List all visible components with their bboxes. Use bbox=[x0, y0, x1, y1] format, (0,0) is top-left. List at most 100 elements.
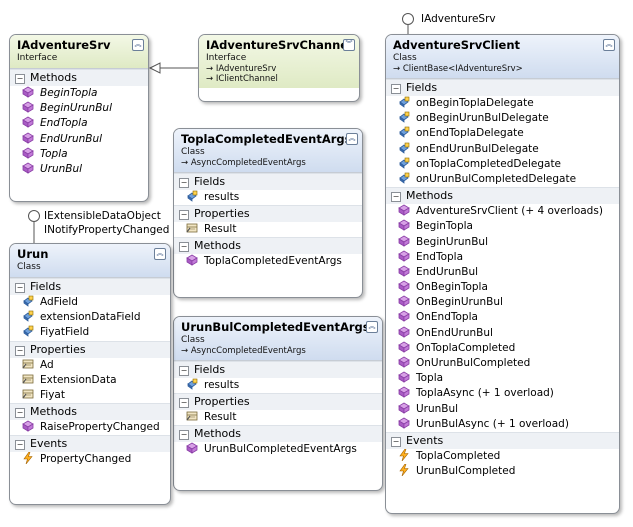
method-icon bbox=[186, 442, 198, 455]
member-row[interactable]: BeginTopla bbox=[10, 86, 148, 101]
member-row[interactable]: UrunBul bbox=[386, 402, 619, 417]
shape-urunbulcompletedeventargs[interactable]: UrunBulCompletedEventArgs Class → AsyncC… bbox=[173, 316, 383, 491]
collapse-minus-icon[interactable]: − bbox=[391, 436, 401, 447]
member-row[interactable]: OnBeginUrunBul bbox=[386, 295, 619, 310]
field-icon bbox=[186, 378, 198, 390]
member-row[interactable]: Result bbox=[174, 222, 362, 237]
section-header[interactable]: −Fields bbox=[10, 278, 170, 295]
collapse-toggle-icon[interactable]: ︽ bbox=[366, 321, 378, 333]
collapse-toggle-icon[interactable]: ︽ bbox=[154, 248, 166, 260]
member-row[interactable]: AdventureSrvClient (+ 4 overloads) bbox=[386, 204, 619, 219]
member-row[interactable]: EndUrunBul bbox=[386, 265, 619, 280]
section-header[interactable]: −Methods bbox=[174, 425, 382, 443]
member-name: AdField bbox=[40, 296, 78, 308]
collapse-minus-icon[interactable]: − bbox=[179, 242, 189, 253]
field-icon bbox=[398, 96, 410, 108]
member-row[interactable]: results bbox=[174, 378, 382, 393]
member-row[interactable]: UrunBulCompletedEventArgs bbox=[174, 442, 382, 457]
member-row[interactable]: Topla bbox=[386, 371, 619, 386]
collapse-toggle-icon[interactable]: ︽ bbox=[603, 39, 615, 51]
member-name: extensionDataField bbox=[40, 311, 141, 324]
collapse-minus-icon[interactable]: − bbox=[15, 74, 25, 84]
section-header[interactable]: −Properties bbox=[174, 205, 362, 223]
member-row[interactable]: RaisePropertyChanged bbox=[10, 420, 170, 435]
member-row[interactable]: Ad bbox=[10, 358, 170, 373]
member-name: OnToplaCompleted bbox=[416, 341, 516, 354]
section-header[interactable]: −Methods bbox=[10, 403, 170, 421]
member-row[interactable]: EndUrunBul bbox=[10, 132, 148, 147]
member-row[interactable]: onEndToplaDelegate bbox=[386, 126, 619, 141]
section-header[interactable]: −Fields bbox=[386, 79, 619, 96]
member-row[interactable]: onToplaCompletedDelegate bbox=[386, 157, 619, 172]
member-row[interactable]: BeginUrunBul bbox=[10, 101, 148, 116]
section-header[interactable]: −Methods bbox=[174, 237, 362, 255]
collapse-minus-icon[interactable]: − bbox=[179, 366, 189, 376]
method-icon bbox=[398, 219, 410, 232]
expand-toggle-icon[interactable]: ︾ bbox=[343, 39, 355, 51]
method-icon bbox=[398, 417, 410, 429]
shape-toplacompletedeventargs[interactable]: ToplaCompletedEventArgs Class → AsyncCom… bbox=[173, 128, 363, 298]
section-header[interactable]: −Properties bbox=[174, 393, 382, 411]
member-name: BeginUrunBul bbox=[416, 235, 488, 248]
member-row[interactable]: EndTopla bbox=[386, 250, 619, 265]
method-icon bbox=[398, 295, 410, 307]
member-row[interactable]: UrunBulAsync (+ 1 overload) bbox=[386, 417, 619, 432]
member-row[interactable]: Topla bbox=[10, 147, 148, 162]
collapse-minus-icon[interactable]: − bbox=[179, 398, 189, 409]
member-row[interactable]: results bbox=[174, 190, 362, 205]
collapse-minus-icon[interactable]: − bbox=[391, 84, 401, 94]
collapse-minus-icon[interactable]: − bbox=[15, 440, 25, 451]
shape-iadventuresrvchannel[interactable]: IAdventureSrvChannel Interface → IAdvent… bbox=[198, 34, 360, 102]
method-icon bbox=[398, 326, 410, 338]
member-row[interactable]: BeginTopla bbox=[386, 219, 619, 234]
member-row[interactable]: UrunBulCompleted bbox=[386, 464, 619, 479]
member-row[interactable]: OnToplaCompleted bbox=[386, 341, 619, 356]
field-icon bbox=[22, 295, 34, 307]
member-row[interactable]: ExtensionData bbox=[10, 373, 170, 388]
member-row[interactable]: ToplaCompletedEventArgs bbox=[174, 254, 362, 269]
member-row[interactable]: PropertyChanged bbox=[10, 452, 170, 467]
shape-iadventuresrv[interactable]: IAdventureSrv Interface ︽ −Methods Begin… bbox=[9, 34, 149, 202]
collapse-minus-icon[interactable]: − bbox=[391, 192, 401, 203]
section-header[interactable]: −Methods bbox=[386, 187, 619, 205]
member-row[interactable]: Fiyat bbox=[10, 388, 170, 403]
member-name: BeginUrunBul bbox=[40, 102, 112, 115]
shape-adventuresrvclient[interactable]: AdventureSrvClient Class → ClientBase<IA… bbox=[385, 34, 620, 514]
collapse-minus-icon[interactable]: − bbox=[179, 430, 189, 441]
section-header[interactable]: −Events bbox=[10, 435, 170, 453]
member-row[interactable]: ToplaCompleted bbox=[386, 448, 619, 464]
member-row[interactable]: FiyatField bbox=[10, 325, 170, 340]
member-row[interactable]: UrunBul bbox=[10, 162, 148, 177]
collapse-minus-icon[interactable]: − bbox=[15, 408, 25, 419]
member-row[interactable]: OnEndTopla bbox=[386, 310, 619, 325]
member-row[interactable]: BeginUrunBul bbox=[386, 235, 619, 250]
collapse-toggle-icon[interactable]: ︽ bbox=[346, 133, 358, 145]
collapse-minus-icon[interactable]: − bbox=[179, 210, 189, 221]
section-header[interactable]: −Events bbox=[386, 431, 619, 449]
collapse-minus-icon[interactable]: − bbox=[15, 345, 25, 356]
member-row[interactable]: OnUrunBulCompleted bbox=[386, 356, 619, 371]
collapse-minus-icon[interactable]: − bbox=[179, 178, 189, 188]
section-header[interactable]: −Fields bbox=[174, 173, 362, 190]
member-row[interactable]: AdField bbox=[10, 295, 170, 310]
member-name: onBeginToplaDelegate bbox=[416, 97, 534, 109]
member-row[interactable]: OnBeginTopla bbox=[386, 280, 619, 295]
member-row[interactable]: OnEndUrunBul bbox=[386, 326, 619, 341]
member-row[interactable]: ToplaAsync (+ 1 overload) bbox=[386, 386, 619, 401]
member-name: UrunBul bbox=[40, 162, 83, 175]
member-row[interactable]: onEndUrunBulDelegate bbox=[386, 142, 619, 157]
collapse-minus-icon[interactable]: − bbox=[15, 283, 25, 293]
member-name: UrunBulCompleted bbox=[416, 465, 516, 478]
member-row[interactable]: EndTopla bbox=[10, 116, 148, 131]
member-row[interactable]: Result bbox=[174, 410, 382, 425]
section-header[interactable]: −Methods bbox=[10, 69, 148, 86]
member-row[interactable]: onBeginUrunBulDelegate bbox=[386, 111, 619, 126]
member-row[interactable]: extensionDataField bbox=[10, 310, 170, 325]
member-row[interactable]: onBeginToplaDelegate bbox=[386, 96, 619, 111]
member-row[interactable]: onUrunBulCompletedDelegate bbox=[386, 172, 619, 187]
section-header[interactable]: −Fields bbox=[174, 361, 382, 378]
section-header[interactable]: −Properties bbox=[10, 340, 170, 358]
collapse-toggle-icon[interactable]: ︽ bbox=[132, 39, 144, 51]
